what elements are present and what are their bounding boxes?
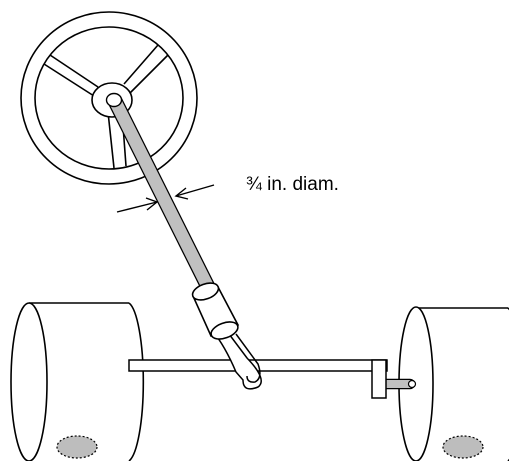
spoke-upper-left xyxy=(43,54,99,97)
diameter-annotation: ¾ in. diam. xyxy=(246,174,339,195)
spoke-upper-right xyxy=(123,44,169,94)
gearbox-bottom xyxy=(210,321,239,340)
arrow-right-head xyxy=(174,187,189,200)
right-tire-patch xyxy=(442,435,484,459)
left-tire-patch xyxy=(56,435,98,459)
steering-gearbox xyxy=(191,282,240,340)
pitman-arm xyxy=(210,325,262,390)
arrow-right-shaft xyxy=(175,184,215,197)
left-wheel-face xyxy=(10,302,48,461)
left-wheel xyxy=(10,302,145,461)
gearbox-top xyxy=(191,282,220,301)
hub-bolt xyxy=(105,92,123,108)
wheel-rim-inner xyxy=(34,26,184,170)
right-axle-assembly xyxy=(371,359,417,399)
steering-arm-knuckle xyxy=(371,359,387,399)
arrow-left-shaft xyxy=(116,201,158,213)
steering-shaft xyxy=(105,92,219,301)
arrow-left-head xyxy=(145,197,159,211)
axle-bolt xyxy=(407,379,417,389)
diameter-arrows xyxy=(116,184,215,213)
